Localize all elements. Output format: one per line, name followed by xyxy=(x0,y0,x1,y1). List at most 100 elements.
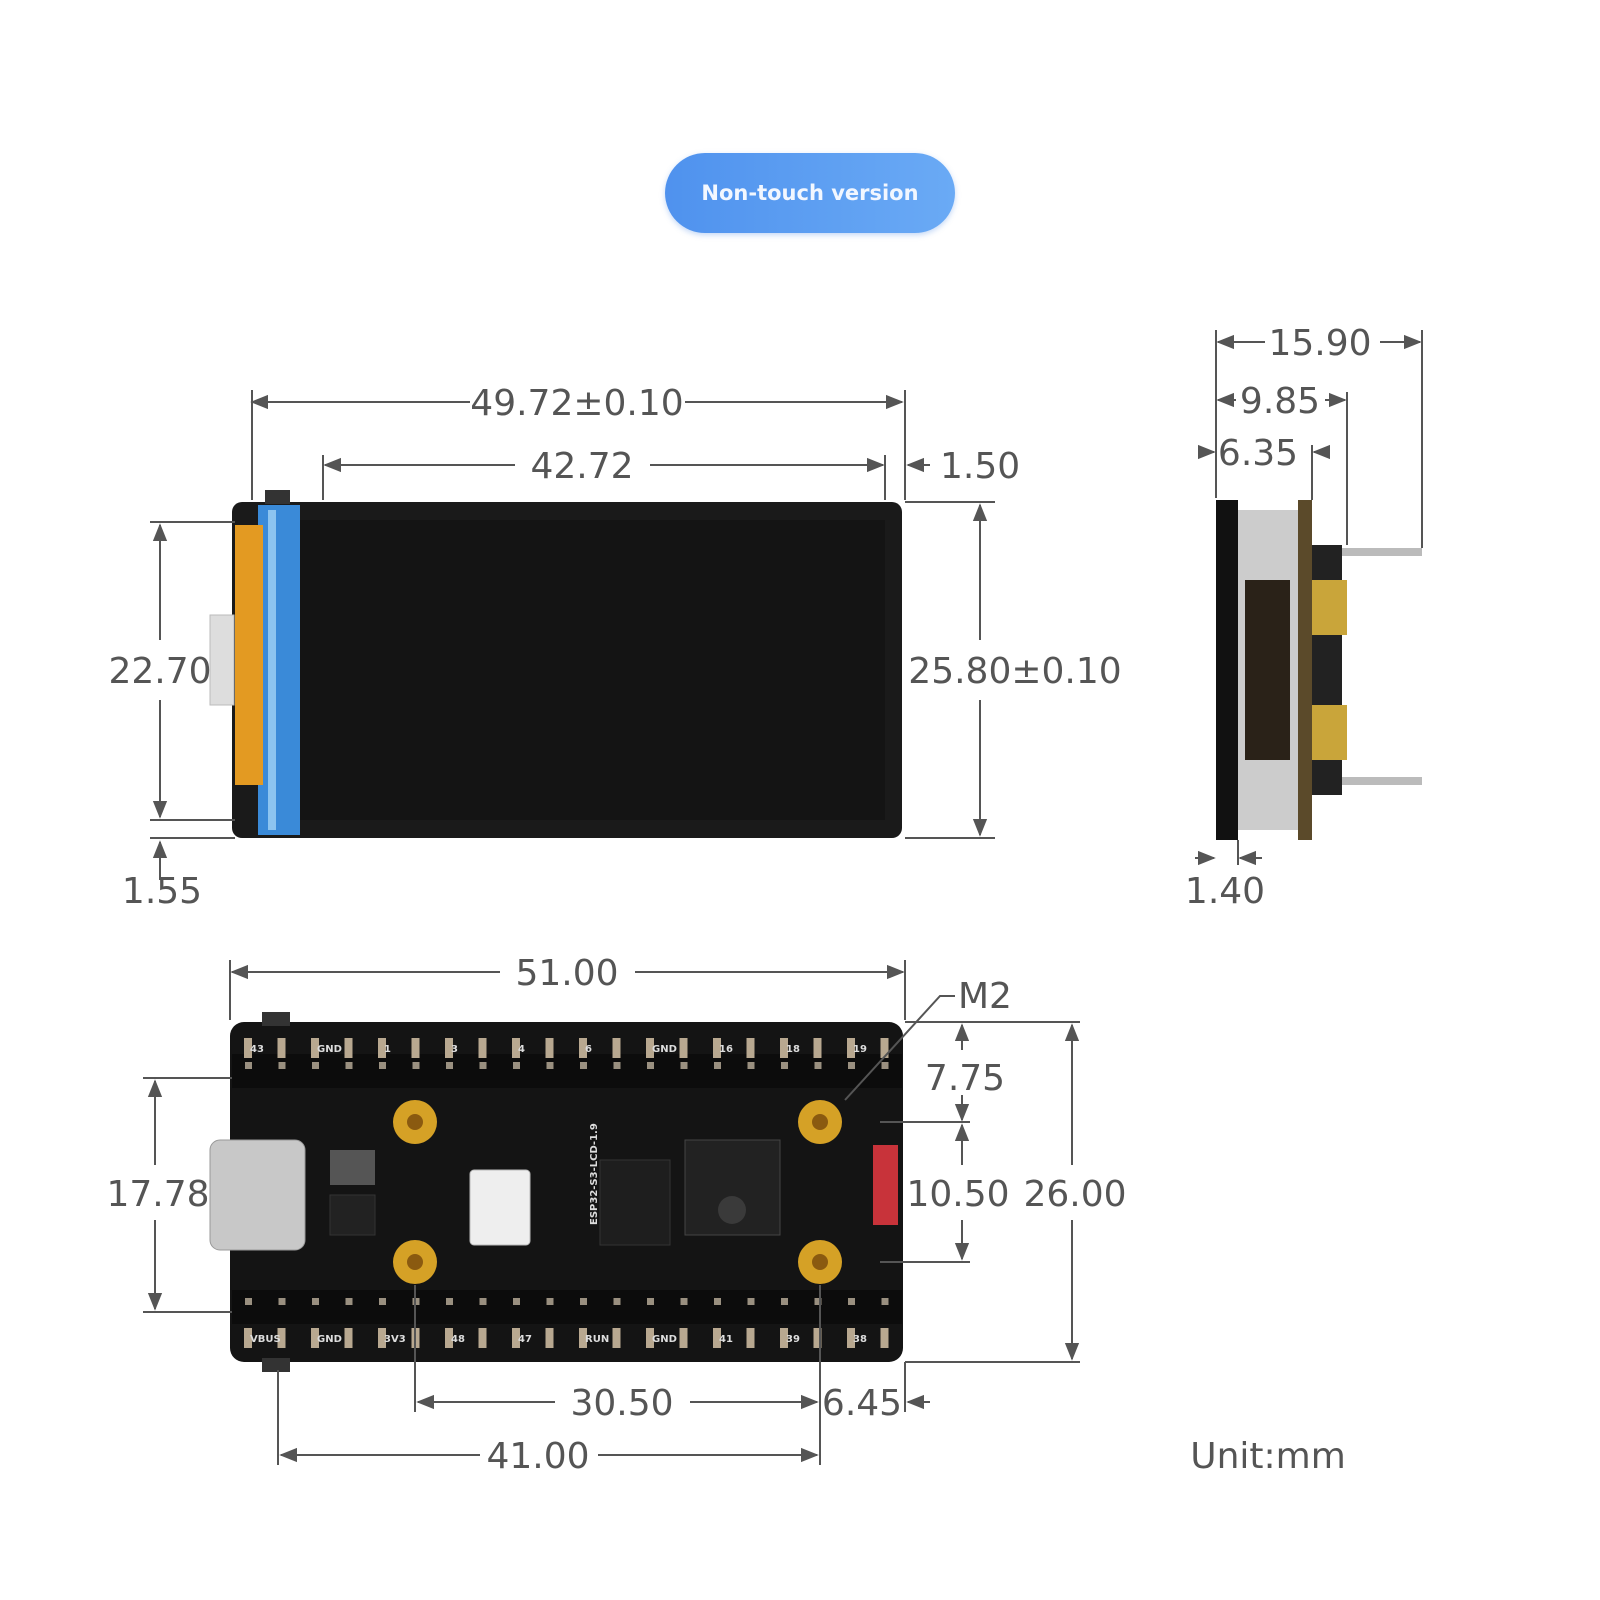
board-dimension-lines xyxy=(143,960,1080,1465)
header-pin xyxy=(613,1298,621,1305)
reset-button xyxy=(873,1145,898,1225)
pin-label: 48 xyxy=(451,1334,465,1345)
pin-lead xyxy=(277,1038,286,1058)
header-pin xyxy=(278,1062,286,1069)
overall-length-label: 49.72±0.10 xyxy=(470,383,683,424)
header-span-label: 41.00 xyxy=(486,1436,589,1477)
header-pin xyxy=(479,1062,487,1069)
hole-spacing-horizontal-label: 30.50 xyxy=(570,1383,673,1424)
pin-lead xyxy=(746,1328,755,1348)
header-pin xyxy=(446,1062,453,1069)
pin-lead xyxy=(244,1328,252,1348)
flex-cable xyxy=(235,525,263,785)
pin-lead xyxy=(512,1328,520,1348)
pin-lead xyxy=(378,1328,386,1348)
pin-lead xyxy=(713,1038,721,1058)
header-pin xyxy=(747,1062,755,1069)
pin-label: 3 xyxy=(451,1044,458,1055)
lcd-to-board-label: 6.35 xyxy=(1218,433,1298,474)
board-to-pin-label: 9.85 xyxy=(1240,381,1320,422)
total-depth-label: 15.90 xyxy=(1268,323,1371,364)
pin-lead xyxy=(679,1038,688,1058)
header-pin xyxy=(546,1062,554,1069)
pin-label: 4 xyxy=(518,1044,525,1055)
pin-label: VBUS xyxy=(250,1334,281,1345)
header-pin xyxy=(345,1298,353,1305)
header-pin xyxy=(513,1298,520,1305)
pin-lead xyxy=(378,1038,386,1058)
hole-spacing-vertical-label: 10.50 xyxy=(906,1174,1009,1215)
header-pin xyxy=(546,1298,554,1305)
header-pin xyxy=(848,1062,855,1069)
pin-label: GND xyxy=(652,1334,677,1345)
header-pin xyxy=(647,1062,654,1069)
pin-label: GND xyxy=(317,1044,342,1055)
pin-label: RUN xyxy=(585,1334,609,1345)
glass-thickness-label: 1.40 xyxy=(1185,871,1265,912)
pin-lead xyxy=(780,1038,788,1058)
pin-label: 1 xyxy=(384,1044,391,1055)
header-pin xyxy=(412,1062,420,1069)
pin-lead xyxy=(545,1038,554,1058)
header-pin xyxy=(379,1062,386,1069)
pin-label: 18 xyxy=(786,1044,800,1055)
pin-lead xyxy=(880,1328,889,1348)
pin-lead xyxy=(445,1038,453,1058)
header-pin xyxy=(881,1298,889,1305)
header-pin xyxy=(781,1298,788,1305)
pin-lead xyxy=(579,1328,587,1348)
header-pin xyxy=(714,1298,721,1305)
header-pin xyxy=(312,1298,319,1305)
pin-lead xyxy=(311,1328,319,1348)
pin-lead xyxy=(813,1328,822,1348)
pin-lead xyxy=(244,1038,252,1058)
board-width-label: 26.00 xyxy=(1023,1174,1126,1215)
header-pin xyxy=(245,1062,252,1069)
pin-lead xyxy=(344,1328,353,1348)
header-pin xyxy=(245,1298,252,1305)
pin-lead xyxy=(713,1328,721,1348)
battery-connector xyxy=(469,1169,531,1246)
pin-lead xyxy=(646,1038,654,1058)
overall-height-label: 25.80±0.10 xyxy=(908,651,1121,692)
hole-type-label: M2 xyxy=(958,976,1012,1017)
pin-lead xyxy=(311,1038,319,1058)
lcd-module-front xyxy=(209,490,902,838)
pin-label: 3V3 xyxy=(384,1334,406,1345)
pin-label: 41 xyxy=(719,1334,733,1345)
screen-length-label: 42.72 xyxy=(530,446,633,487)
board-model-silkscreen: ESP32-S3-LCD-1.9 xyxy=(589,1123,600,1225)
header-pin xyxy=(345,1062,353,1069)
pin-lead xyxy=(478,1328,487,1348)
pin-lead xyxy=(746,1038,755,1058)
usb-c-connector xyxy=(209,1139,306,1251)
pin-label: 19 xyxy=(853,1044,867,1055)
header-pin xyxy=(680,1062,688,1069)
header-pin xyxy=(814,1298,822,1305)
header-pin xyxy=(848,1298,855,1305)
header-pin xyxy=(278,1298,286,1305)
header-pin xyxy=(814,1062,822,1069)
header-pin xyxy=(513,1062,520,1069)
header-pin xyxy=(613,1062,621,1069)
pin-label: 39 xyxy=(786,1334,800,1345)
top-view-dimension-lines xyxy=(150,390,995,880)
side-view-dimension-lines xyxy=(1195,330,1423,866)
pin-lead xyxy=(277,1328,286,1348)
fpc-edge xyxy=(258,505,300,835)
non-touch-version-button[interactable]: Non-touch version xyxy=(665,153,955,233)
header-pin xyxy=(680,1298,688,1305)
pin-lead xyxy=(344,1038,353,1058)
pin-lead xyxy=(679,1328,688,1348)
pin-lead xyxy=(847,1328,855,1348)
header-pin xyxy=(647,1298,654,1305)
pin-lead xyxy=(545,1328,554,1348)
pin-lead xyxy=(411,1038,420,1058)
unit-label: Unit:mm xyxy=(1190,1436,1346,1477)
usb-span-label: 17.78 xyxy=(106,1174,209,1215)
header-pin xyxy=(479,1298,487,1305)
top-pin-header xyxy=(232,1038,902,1088)
header-pin xyxy=(714,1062,721,1069)
pin-lead xyxy=(646,1328,654,1348)
